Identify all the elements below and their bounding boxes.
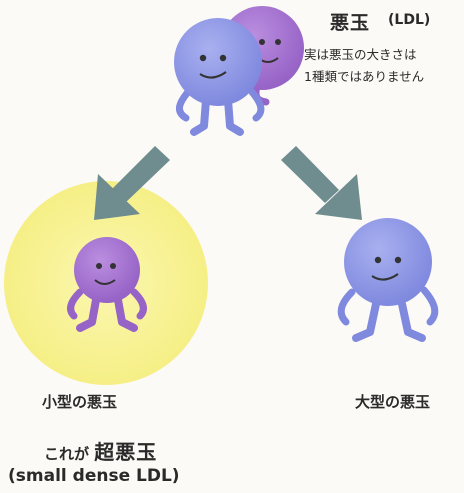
label-large-ldl: 大型の悪玉 xyxy=(355,393,431,411)
caption-strong: 超悪玉 xyxy=(94,440,158,464)
arrow-right-icon xyxy=(281,146,362,220)
caption-prefix: これが xyxy=(44,445,90,463)
small-ldl-character xyxy=(67,237,147,332)
title-main: 悪玉 xyxy=(330,12,371,34)
caption-line-2: (small dense LDL) xyxy=(8,466,180,486)
label-small-ldl: 小型の悪玉 xyxy=(42,393,118,411)
note-line-1: 実は悪玉の大きさは xyxy=(304,47,417,62)
blue-ldl-character-top xyxy=(174,18,265,136)
caption-line-1: これが 超悪玉 xyxy=(44,436,157,465)
title-sub: (LDL) xyxy=(388,12,431,28)
large-ldl-character xyxy=(337,218,439,342)
note-line-2: 1種類ではありません xyxy=(304,69,425,84)
arrow-left-icon xyxy=(94,146,170,220)
